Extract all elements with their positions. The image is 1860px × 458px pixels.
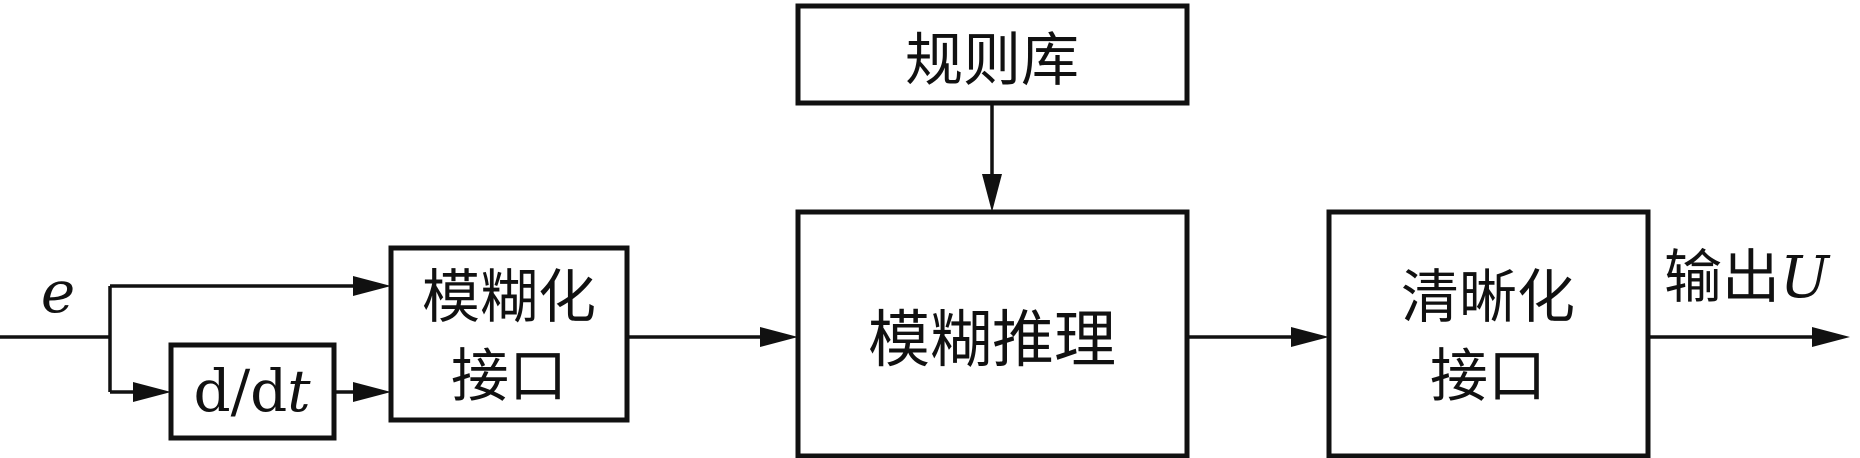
fuzzification-label-line1: 模糊化	[422, 263, 596, 331]
derivative-label-main: d/d	[193, 357, 287, 425]
defuzzification-label-line2: 接口	[1430, 342, 1546, 410]
rule-base-label: 规则库	[905, 26, 1079, 94]
fuzzy-inference-input-arrowhead	[760, 327, 798, 347]
fuzzification-lower-arrowhead	[353, 382, 391, 402]
input-signal-label: e	[41, 258, 75, 326]
defuzzification-block	[1326, 209, 1651, 458]
output-symbol: U	[1780, 243, 1831, 311]
defuzzification-label-line1: 清晰化	[1401, 263, 1575, 331]
derivative-block	[168, 342, 337, 441]
rule-base-block	[795, 3, 1190, 106]
derivative-input-arrowhead	[133, 382, 171, 402]
derivative-label-t: t	[287, 357, 311, 425]
rule-base-arrowhead	[982, 174, 1002, 212]
defuzzification-input-arrowhead	[1291, 327, 1329, 347]
fuzzification-label-line2: 接口	[451, 342, 567, 410]
output-text: 输出	[1664, 243, 1780, 311]
output-signal-label: 输出U	[1664, 243, 1831, 311]
derivative-label: d/dt	[193, 357, 311, 425]
fuzzification-block	[388, 245, 630, 423]
output-arrowhead	[1812, 327, 1850, 347]
fuzzy-inference-block	[795, 209, 1190, 458]
fuzzy-inference-label: 模糊推理	[868, 303, 1116, 376]
upper-branch-arrowhead	[353, 276, 391, 296]
